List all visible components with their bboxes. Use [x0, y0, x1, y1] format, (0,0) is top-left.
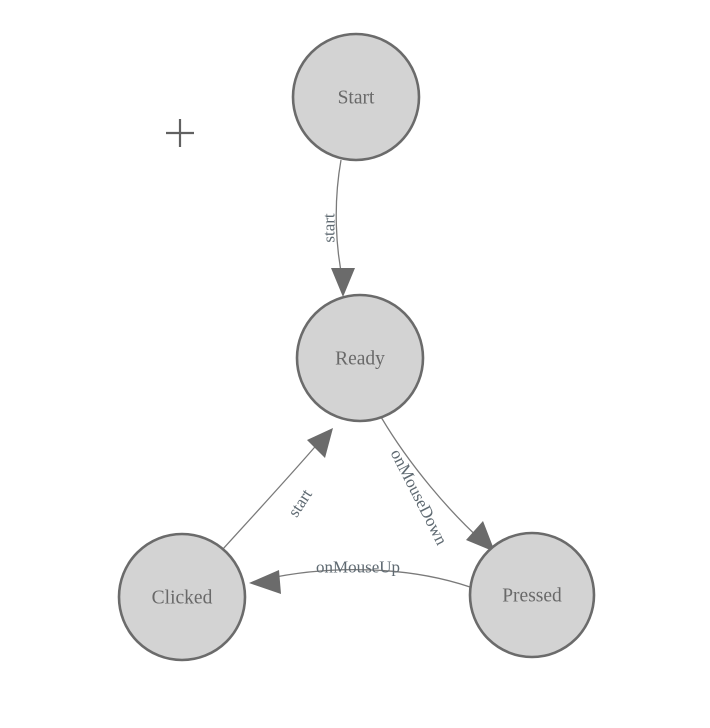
arrowhead-ready-to-pressed: [466, 521, 495, 552]
node-ready-circle[interactable]: [295, 293, 425, 423]
edge-clicked-to-ready[interactable]: [222, 428, 333, 550]
edge-label-ready-to-pressed: onMouseDown: [387, 446, 452, 548]
edge-path-start-to-ready[interactable]: [335, 159, 344, 282]
edge-label-clicked-to-ready: start: [284, 485, 316, 520]
edge-path-clicked-to-ready[interactable]: [222, 440, 321, 550]
node-clicked-circle[interactable]: [117, 532, 247, 662]
crosshair-icon: [166, 119, 194, 147]
edge-path-ready-to-pressed[interactable]: [380, 416, 483, 542]
node-pressed[interactable]: Pressed: [468, 531, 596, 659]
node-pressed-circle[interactable]: [468, 531, 596, 659]
node-ready[interactable]: Ready: [295, 293, 425, 423]
node-clicked[interactable]: Clicked: [117, 532, 247, 662]
arrowhead-start-to-ready: [331, 268, 355, 297]
node-start[interactable]: Start: [291, 32, 421, 162]
edge-path-pressed-to-clicked[interactable]: [265, 569, 471, 588]
edge-start-to-ready[interactable]: [331, 159, 355, 297]
edge-ready-to-pressed[interactable]: [380, 416, 495, 552]
arrowhead-clicked-to-ready: [307, 428, 333, 458]
node-start-circle[interactable]: [291, 32, 421, 162]
edge-label-pressed-to-clicked: onMouseUp: [316, 558, 400, 577]
arrowhead-pressed-to-clicked: [249, 570, 281, 594]
edge-pressed-to-clicked[interactable]: [249, 569, 471, 594]
